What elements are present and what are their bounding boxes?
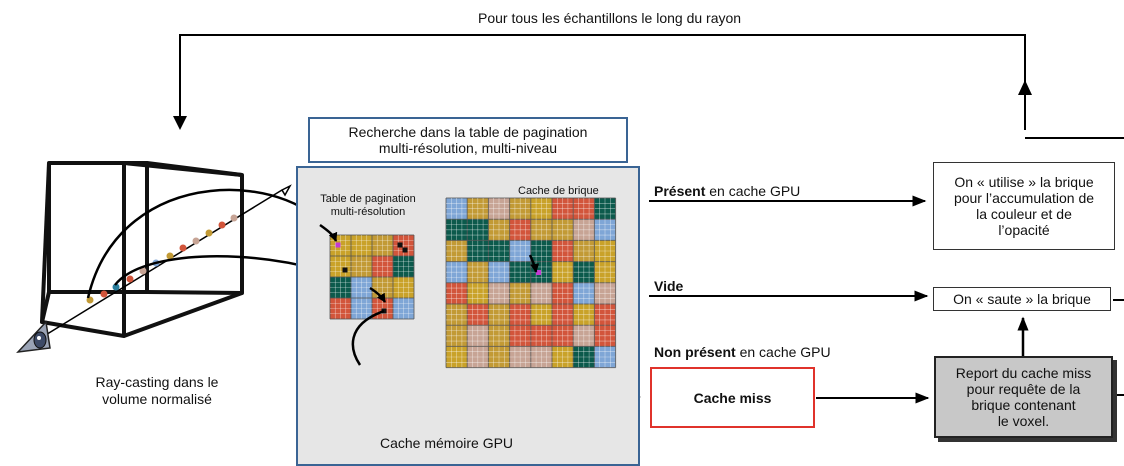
ray-samples (86, 214, 238, 304)
ray-arrowhead (280, 184, 292, 197)
diagram-canvas (40, 34, 1124, 404)
skip-brick-box: On « saute » la brique (933, 287, 1111, 311)
page-entry-marker (397, 242, 403, 248)
brick-cache-grid (445, 197, 617, 369)
lookup-arrow-1-tip (319, 223, 338, 242)
volume-cube (40, 161, 244, 338)
page-to-miss-tail (351, 309, 385, 366)
grids-layer (319, 197, 617, 369)
lookup-arrow-2-tip (369, 286, 387, 303)
loop-arrowhead-up (1018, 80, 1032, 95)
loop-label: Pour tous les échantillons le long du ra… (478, 10, 742, 26)
present-label: Présent en cache GPU (654, 183, 801, 199)
ray-line (43, 189, 283, 337)
use-brick-box: On « utilise » la brique pour l’accumula… (933, 162, 1115, 250)
loop-arrowhead-down (173, 116, 187, 130)
page-entry-marker (402, 247, 408, 253)
volume-caption: Ray-casting dans le volume normalisé (95, 374, 219, 407)
lookup-box: Recherche dans la table de pagination mu… (308, 117, 628, 163)
page-table-label: Table de pagination multi-résolution (320, 193, 416, 218)
page-to-brick-tip (528, 254, 540, 273)
report-miss-box: Report du cache miss pour requête de la … (934, 356, 1113, 438)
absent-label: Non présent en cache GPU (654, 344, 831, 360)
page-entry-marker (342, 267, 348, 273)
brick-cache-label: Cache de brique (518, 185, 599, 197)
page-entry-marker (335, 242, 341, 248)
page-table-grid (329, 234, 415, 320)
eye-icon (16, 320, 51, 354)
empty-label: Vide (654, 278, 684, 294)
gpu-cache-label: Cache mémoire GPU (380, 435, 514, 451)
cache-miss-box: Cache miss (650, 367, 815, 428)
